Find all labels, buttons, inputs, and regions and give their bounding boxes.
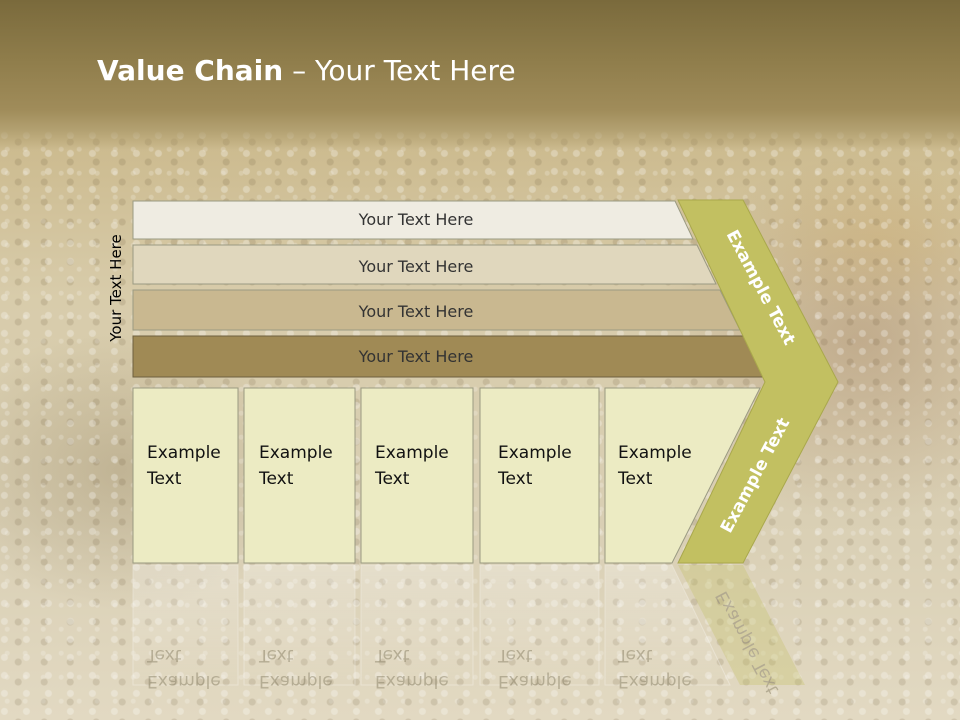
cell-group: Example Text Example Text Example Text E… bbox=[132, 387, 761, 564]
reflection-cell-4-line1: Example bbox=[498, 671, 572, 691]
cell-1-line1: Example bbox=[147, 443, 221, 463]
reflection-cell-5-line1: Example bbox=[618, 671, 692, 691]
reflection-cell-3 bbox=[360, 564, 474, 686]
title-rest: – Your Text Here bbox=[283, 54, 516, 87]
cell-1 bbox=[132, 387, 239, 564]
reflection-cell-4-line2: Text bbox=[497, 645, 533, 665]
title-bold: Value Chain bbox=[97, 54, 284, 87]
cell-5-line1: Example bbox=[618, 443, 692, 463]
reflection-cell-4 bbox=[479, 564, 600, 686]
cell-3-line1: Example bbox=[375, 443, 449, 463]
chevron-shape bbox=[677, 199, 839, 564]
ribbon-2 bbox=[132, 244, 717, 285]
reflection-cell-3-line1: Example bbox=[375, 671, 449, 691]
cell-5 bbox=[604, 387, 761, 564]
cell-2-line2: Text bbox=[258, 469, 294, 489]
cell-5-line2: Text bbox=[617, 469, 653, 489]
reflection-cell-1-line2: Text bbox=[146, 645, 182, 665]
reflection-chevron bbox=[678, 565, 805, 685]
ribbon-group: Your Text Here Your Text Here Your Text … bbox=[132, 200, 765, 378]
ribbon-1-label: Your Text Here bbox=[358, 210, 474, 229]
cell-2-line1: Example bbox=[259, 443, 333, 463]
cell-4-line1: Example bbox=[498, 443, 572, 463]
cell-3 bbox=[360, 387, 474, 564]
reflection-cell-2-line2: Text bbox=[258, 645, 294, 665]
reflection-cell-5-line2: Text bbox=[617, 645, 653, 665]
ribbon-3-label: Your Text Here bbox=[358, 302, 474, 321]
reflection-cell-3-line2: Text bbox=[374, 645, 410, 665]
cell-3-line2: Text bbox=[374, 469, 410, 489]
slide-title: Value Chain – Your Text Here bbox=[97, 54, 516, 94]
cell-4-line2: Text bbox=[497, 469, 533, 489]
ribbon-1 bbox=[132, 200, 694, 240]
reflection-cell-2 bbox=[243, 564, 356, 686]
reflection-cell-5 bbox=[604, 564, 731, 686]
cell-2 bbox=[243, 387, 356, 564]
ribbon-2-label: Your Text Here bbox=[358, 257, 474, 276]
reflection-cell-2-line1: Example bbox=[259, 671, 333, 691]
reflection-cell-1-line1: Example bbox=[147, 671, 221, 691]
reflection: Text Example Text Example Text Example T… bbox=[132, 564, 805, 697]
cell-1-line2: Text bbox=[146, 469, 182, 489]
ribbon-4-label: Your Text Here bbox=[358, 347, 474, 366]
reflection-cell-1 bbox=[132, 564, 239, 686]
cell-4 bbox=[479, 387, 600, 564]
header-band bbox=[0, 0, 960, 150]
